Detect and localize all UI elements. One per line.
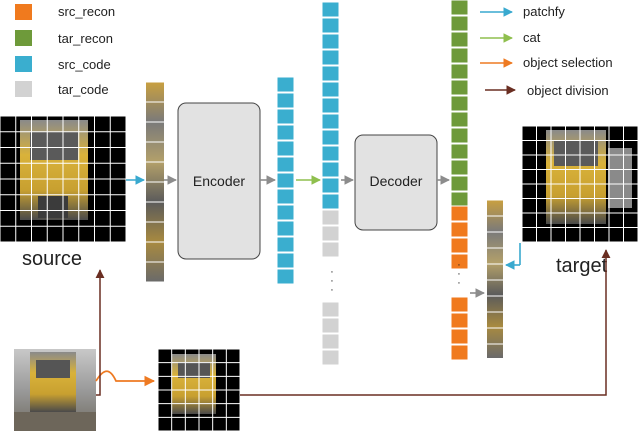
ellipsis-code: · bbox=[330, 266, 334, 278]
svg-text:·: · bbox=[457, 277, 461, 289]
object-division-arrow-to-target bbox=[240, 249, 611, 396]
code-cell-src bbox=[276, 108, 295, 125]
decoder-block bbox=[354, 134, 438, 231]
masked-object-image bbox=[157, 348, 241, 431]
code-cell-src bbox=[321, 33, 340, 50]
recon-cell-tar bbox=[450, 111, 469, 128]
recon-cell-src bbox=[450, 296, 469, 313]
concatenated-code-column bbox=[321, 1, 340, 366]
recon-cell-tar bbox=[450, 159, 469, 176]
input-photo bbox=[14, 349, 96, 431]
recon-cell-tar bbox=[450, 79, 469, 96]
code-cell-tar bbox=[321, 349, 340, 366]
recon-cell-src bbox=[450, 312, 469, 329]
legend-label-tar-recon: tar_recon bbox=[58, 31, 113, 46]
target-patch-grid bbox=[521, 125, 639, 243]
code-cell-src bbox=[321, 81, 340, 98]
legend-label-patchfy: patchfy bbox=[523, 4, 565, 19]
recon-cell-tar bbox=[450, 47, 469, 64]
code-cell-src bbox=[276, 268, 295, 285]
code-cell-src bbox=[321, 65, 340, 82]
source-patch-strip bbox=[146, 81, 164, 283]
source-image bbox=[0, 115, 127, 243]
recon-cell-src bbox=[450, 328, 469, 345]
legend-swatch-tar-recon bbox=[15, 30, 32, 46]
legend-label-cat: cat bbox=[523, 30, 541, 45]
recon-cell-tar bbox=[450, 0, 469, 16]
code-cell-src bbox=[276, 172, 295, 189]
recon-cell-tar bbox=[450, 175, 469, 192]
output-patch-strip bbox=[487, 199, 503, 358]
svg-text:·: · bbox=[457, 268, 461, 280]
recon-cell-src bbox=[450, 205, 469, 222]
code-cell-src bbox=[276, 220, 295, 237]
recon-cell-tar bbox=[450, 63, 469, 80]
legend: src_recon tar_recon src_code tar_code bbox=[15, 4, 115, 97]
ellipsis-recon: · bbox=[457, 259, 461, 271]
svg-text:·: · bbox=[330, 284, 334, 296]
code-cell-src bbox=[321, 161, 340, 178]
legend-label-object-division: object division bbox=[527, 83, 609, 98]
target-image bbox=[521, 125, 639, 243]
recon-cell-src bbox=[450, 221, 469, 238]
code-cell-src bbox=[321, 97, 340, 114]
legend-swatch-tar-code bbox=[15, 81, 32, 97]
object-selection-arrow bbox=[95, 370, 156, 387]
code-cell-tar bbox=[321, 225, 340, 242]
code-cell-tar bbox=[321, 301, 340, 318]
code-cell-src bbox=[276, 156, 295, 173]
code-cell-src bbox=[276, 92, 295, 109]
source-patch-grid bbox=[0, 115, 127, 243]
source-label: source bbox=[22, 248, 82, 270]
code-cell-src bbox=[276, 252, 295, 269]
recon-cell-src bbox=[450, 237, 469, 254]
code-cell-src bbox=[276, 76, 295, 93]
recon-cell-src bbox=[450, 344, 469, 361]
code-cell-src bbox=[276, 124, 295, 141]
legend-swatch-src-code bbox=[15, 56, 32, 72]
legend-label-src-recon: src_recon bbox=[58, 4, 115, 19]
recon-cell-tar bbox=[450, 31, 469, 48]
legend-swatch-src-recon bbox=[15, 4, 32, 20]
recon-cell-src bbox=[450, 253, 469, 270]
target-label: target bbox=[556, 255, 608, 277]
reconstruction-column bbox=[450, 0, 469, 361]
code-cell-src bbox=[321, 17, 340, 34]
object-division-arrow-to-source bbox=[95, 269, 105, 396]
code-cell-tar bbox=[321, 333, 340, 350]
code-cell-src bbox=[321, 113, 340, 130]
code-cell-tar bbox=[321, 209, 340, 226]
code-cell-src bbox=[276, 140, 295, 157]
recon-cell-tar bbox=[450, 15, 469, 32]
code-cell-tar bbox=[321, 241, 340, 258]
code-cell-src bbox=[321, 193, 340, 210]
code-cell-src bbox=[321, 177, 340, 194]
recon-cell-tar bbox=[450, 191, 469, 208]
recon-cell-tar bbox=[450, 127, 469, 144]
arrow-legend: patchfy cat object selection object divi… bbox=[480, 4, 613, 98]
code-cell-src bbox=[276, 204, 295, 221]
encoder-block bbox=[177, 102, 261, 260]
code-cell-src bbox=[321, 1, 340, 18]
code-cell-src bbox=[276, 188, 295, 205]
code-cell-src bbox=[321, 145, 340, 162]
recon-cell-tar bbox=[450, 143, 469, 160]
code-cell-src bbox=[276, 236, 295, 253]
encoder-label: Encoder bbox=[193, 173, 245, 189]
masked-patch-grid bbox=[157, 348, 241, 431]
code-cell-src bbox=[321, 129, 340, 146]
code-cell-tar bbox=[321, 317, 340, 334]
svg-text:·: · bbox=[330, 275, 334, 287]
recon-cell-tar bbox=[450, 95, 469, 112]
code-cell-src bbox=[321, 49, 340, 66]
legend-label-object-selection: object selection bbox=[523, 55, 613, 70]
legend-label-src-code: src_code bbox=[58, 57, 111, 72]
decoder-label: Decoder bbox=[370, 173, 423, 189]
legend-label-tar-code: tar_code bbox=[58, 82, 109, 97]
encoder-code-column bbox=[276, 76, 295, 285]
